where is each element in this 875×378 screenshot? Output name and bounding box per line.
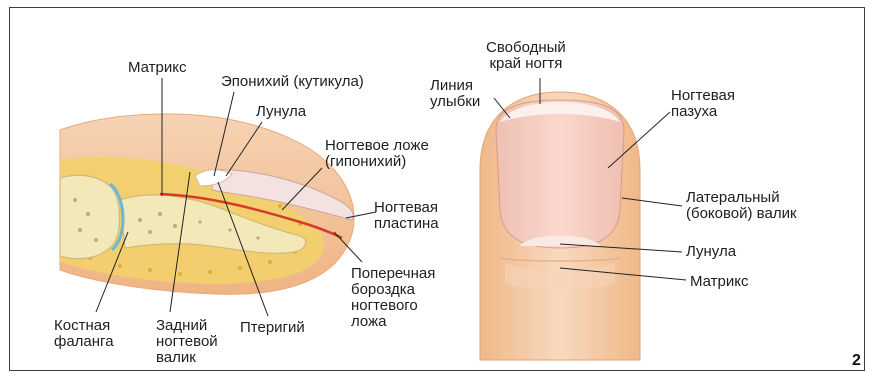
figure-number: 2	[852, 352, 861, 370]
label-lunula-right: Лунула	[686, 244, 736, 260]
label-matrix: Матрикс	[128, 60, 187, 76]
label-proximal-fold: Задний ногтевой валик	[156, 318, 218, 366]
label-transverse-groove: Поперечная бороздка ногтевого ложа	[351, 266, 435, 330]
label-lateral-fold: Латеральный (боковой) валик	[686, 190, 797, 222]
finger-cross-section	[60, 114, 354, 294]
label-nail-bed: Ногтевое ложе (гипонихий)	[325, 138, 429, 170]
label-bone-phalanx: Костная фаланга	[54, 318, 114, 350]
label-pterygium: Птеригий	[240, 320, 305, 336]
label-free-edge: Свободный край ногтя	[486, 40, 566, 72]
label-nail-plate: Ногтевая пластина	[374, 200, 439, 232]
nail-plate-top	[496, 100, 624, 248]
label-nail-sinus: Ногтевая пазуха	[671, 88, 735, 120]
label-smile-line: Линия улыбки	[430, 78, 480, 110]
label-lunula-left: Лунула	[256, 104, 306, 120]
bone-joint	[60, 175, 120, 259]
label-matrix-right: Матрикс	[690, 274, 749, 290]
label-eponychium: Эпонихий (кутикула)	[221, 74, 364, 90]
finger-top-view	[480, 92, 640, 360]
